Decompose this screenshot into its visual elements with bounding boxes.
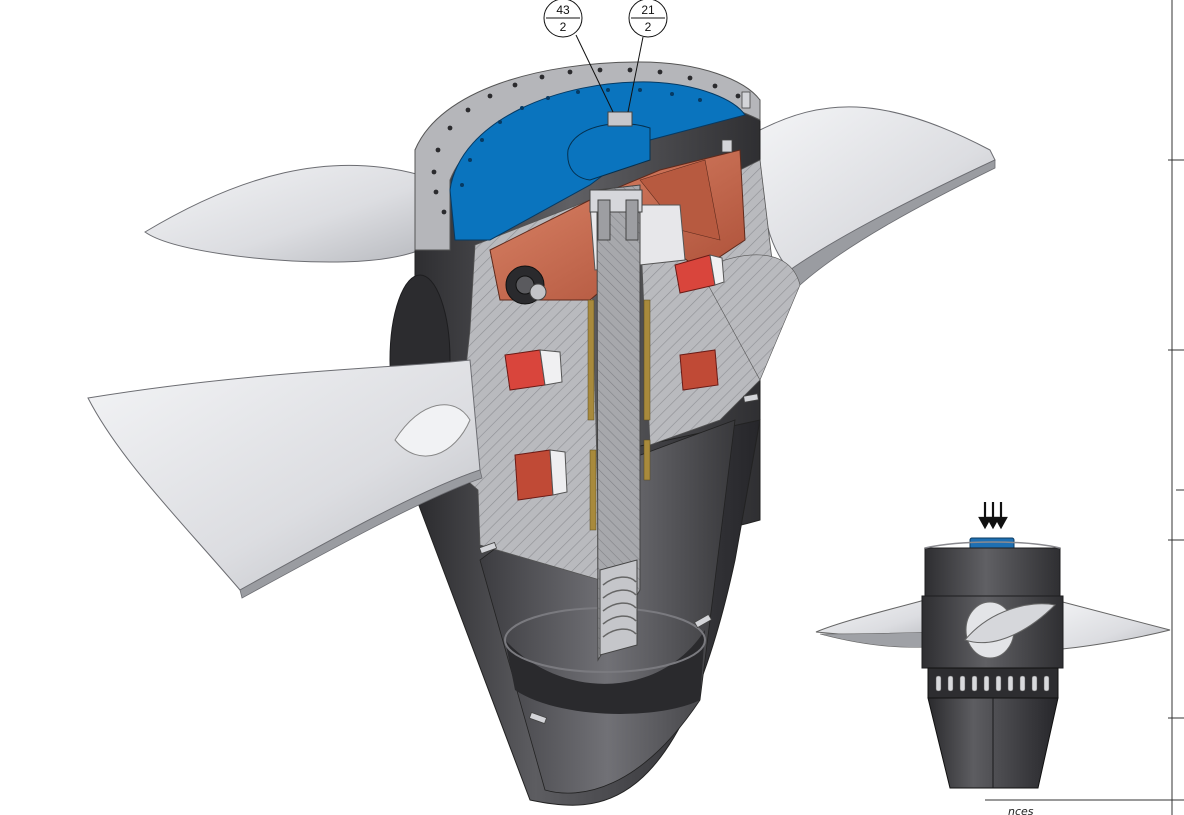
main-section-view bbox=[87, 61, 996, 806]
drawing-frame bbox=[985, 0, 1184, 815]
blade-right bbox=[759, 106, 996, 271]
callout-balloon-2: 21 2 bbox=[627, 0, 668, 113]
title-block-fragment: nces bbox=[1008, 805, 1034, 815]
callout-balloon-1: 43 2 bbox=[543, 0, 614, 113]
side-blade-right bbox=[1049, 599, 1172, 651]
central-shaft bbox=[596, 184, 641, 662]
blade-upper-left bbox=[144, 164, 421, 263]
callout-2-item: 21 bbox=[641, 3, 655, 17]
callout-2-qty: 2 bbox=[645, 20, 652, 34]
bolt-icon bbox=[589, 189, 643, 241]
center-cap bbox=[567, 123, 651, 181]
blade-lower-left bbox=[87, 359, 481, 591]
flange-bolt-holes bbox=[431, 67, 741, 215]
side-elevation-view bbox=[815, 502, 1172, 789]
callout-1-qty: 2 bbox=[560, 20, 567, 34]
callout-1-item: 43 bbox=[556, 3, 570, 17]
side-hub-cylinder bbox=[924, 547, 1061, 599]
load-arrows-icon bbox=[978, 502, 1008, 530]
bearings bbox=[504, 254, 725, 501]
nut-icon bbox=[505, 265, 547, 305]
